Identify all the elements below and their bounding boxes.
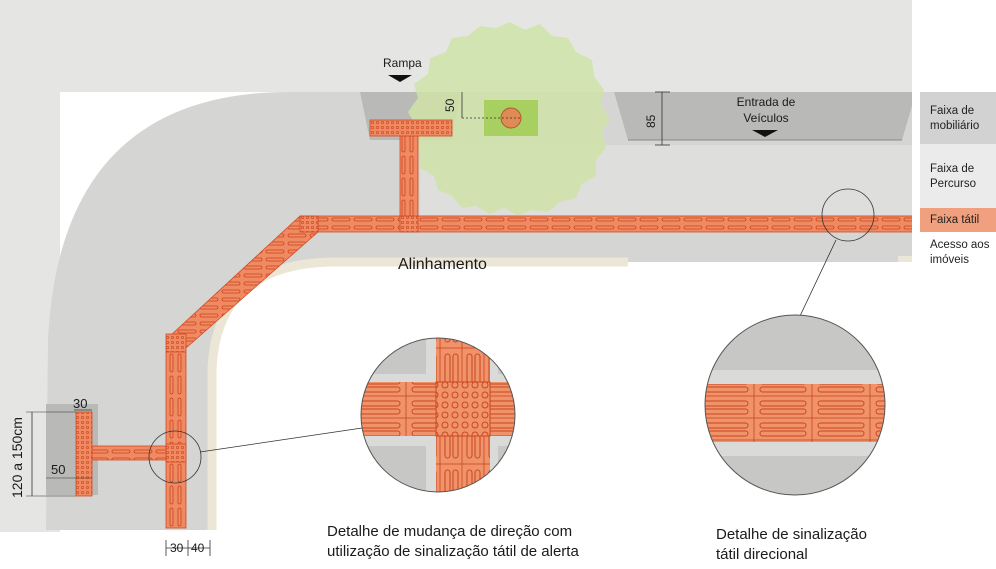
tactile-corner-top [299,215,319,233]
legend-mobiliario: Faixa de mobiliário [930,105,980,132]
legend-swatch-mobiliario [916,92,996,144]
detail-marker-left [148,430,202,484]
detail-direction-change [361,338,515,492]
dim-120-150-label: 120 a 150cm [9,417,25,498]
alinhamento-line-right [898,256,916,262]
detail-directional [705,315,885,495]
legend-swatch-acesso [916,232,996,272]
dim-40-bottom-label: 40 [191,541,205,555]
tactile-corner-bottom [165,333,187,353]
detail-marker-right [821,188,875,242]
legend-tatil: Faixa tátil [930,214,980,226]
dim-85-label: 85 [644,114,658,128]
dim-30-bottom-label: 30 [170,541,184,555]
legend-percurso: Faixa de Percurso [930,163,977,190]
legend-swatch-tatil [916,208,996,232]
detail-leader-left [199,427,363,453]
tactile-ramp-alert [369,119,453,137]
entrada-label: Entrada de Veículos [736,95,796,125]
dim-30-top-label: 30 [73,396,88,411]
caption-directional: Detalhe de sinalização tátil direcional [716,526,867,563]
caption-direction-change: Detalhe de mudança de direção com utiliz… [327,523,579,560]
legend-acesso: Acesso aos imóveis [930,239,990,266]
tactile-vertical-ramp [399,135,419,217]
rampa-label: Rampa [383,56,422,70]
tactile-alert-end [75,411,93,497]
detail-leader-right [799,239,837,317]
dim-50-left-label: 50 [51,462,66,477]
rampa-arrow [388,75,412,82]
tactile-intersection-ramp [399,215,419,233]
entrada-arrow [752,130,778,137]
dim-50-tree-label: 50 [443,98,457,112]
tactile-vertical-left [165,351,187,529]
legend-swatch-percurso [916,144,996,208]
tactile-branch-left [91,445,167,461]
tactile-intersection-left [165,443,187,463]
alinhamento-label: Alinhamento [398,256,487,273]
driveway-recess [614,92,916,140]
